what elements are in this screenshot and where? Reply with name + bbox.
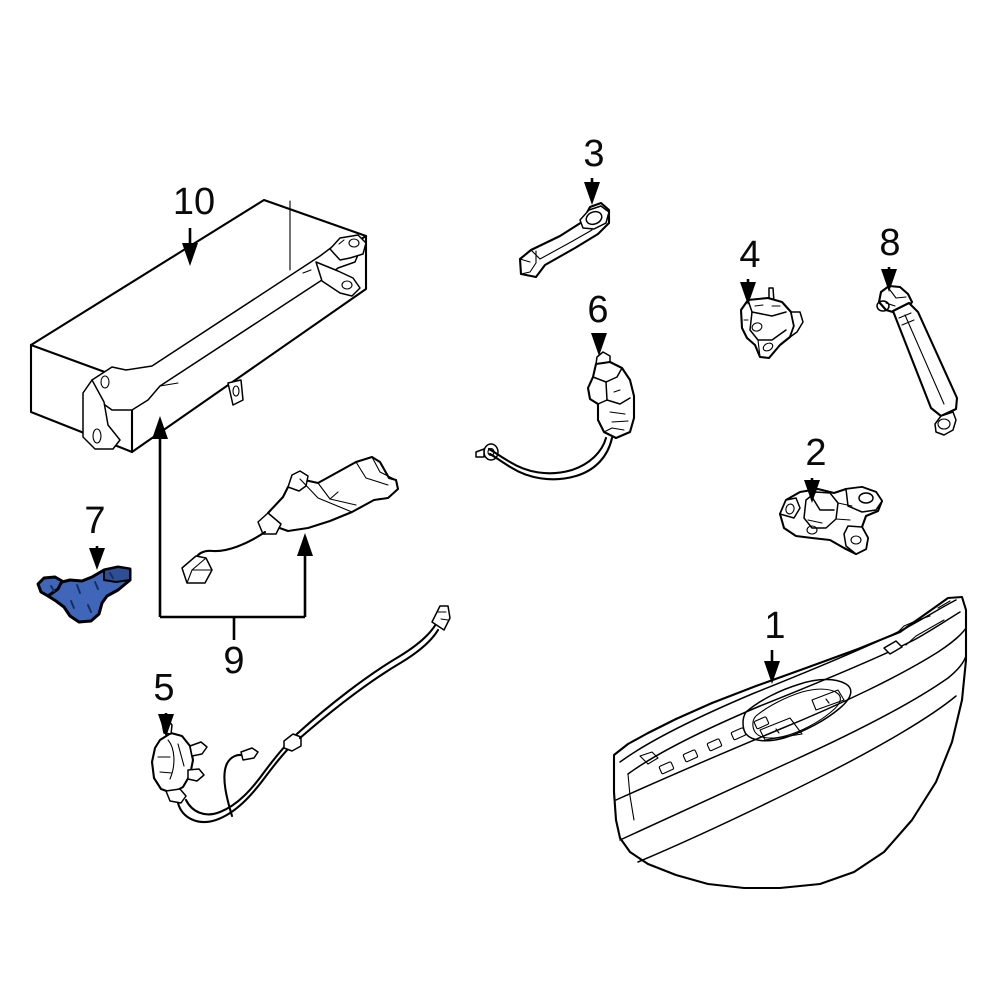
callout-label-8: 8 bbox=[879, 222, 900, 264]
callout-leader-4 bbox=[740, 279, 756, 305]
callout-label-3: 3 bbox=[583, 133, 604, 175]
callout-leader-6 bbox=[591, 333, 607, 356]
part-1-tailgate-panel[interactable] bbox=[612, 595, 968, 890]
callout-label-6: 6 bbox=[587, 289, 608, 331]
callout-label-7: 7 bbox=[84, 500, 105, 542]
part-9-latch-release-assembly[interactable] bbox=[181, 455, 400, 584]
part-7-tailgate-support-bracket[interactable] bbox=[36, 565, 132, 624]
callout-label-4: 4 bbox=[739, 234, 760, 276]
part-6-lock-actuator[interactable] bbox=[475, 351, 636, 481]
part-5-lock-cylinder[interactable] bbox=[150, 605, 451, 824]
callout-label-1: 1 bbox=[764, 605, 785, 647]
callout-leader-9 bbox=[152, 416, 313, 640]
callout-leader-10 bbox=[182, 228, 198, 266]
callout-label-5: 5 bbox=[153, 667, 174, 709]
callout-leader-1 bbox=[764, 650, 780, 684]
part-3-exterior-handle[interactable] bbox=[518, 201, 611, 279]
part-8-gas-support-strut[interactable] bbox=[876, 284, 959, 436]
callout-label-2: 2 bbox=[805, 432, 826, 474]
callout-label-10: 10 bbox=[173, 181, 215, 223]
part-4-striker-bracket[interactable] bbox=[739, 287, 804, 360]
callout-leader-7 bbox=[89, 546, 105, 570]
callout-leader-5 bbox=[158, 713, 174, 737]
part-2-tailgate-hinge[interactable] bbox=[778, 485, 884, 556]
part-10-interior-trim-panel[interactable] bbox=[29, 198, 368, 454]
callout-leader-8 bbox=[881, 267, 897, 292]
callout-leader-3 bbox=[584, 178, 600, 205]
callout-leader-2 bbox=[804, 478, 820, 503]
callout-label-9: 9 bbox=[223, 640, 244, 682]
